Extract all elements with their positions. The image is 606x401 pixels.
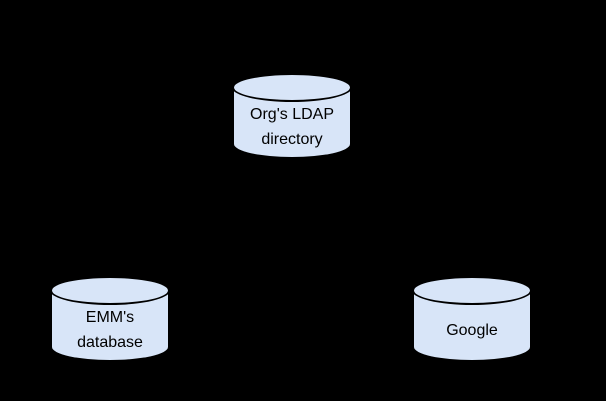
node-label: Google	[412, 304, 532, 356]
db-cylinder-org-ldap-directory: Org's LDAP directory	[232, 73, 352, 159]
node-label-line: directory	[261, 131, 323, 148]
node-label-line: Google	[446, 321, 498, 339]
node-label: Org's LDAP directory	[232, 101, 352, 153]
db-cylinder-emm-database: EMM's database	[50, 276, 170, 362]
db-cylinder-google: Google	[412, 276, 532, 362]
node-label-line: EMM's	[85, 309, 135, 326]
node-label-line: database	[77, 334, 143, 351]
cylinder-top-ellipse	[50, 276, 170, 305]
node-label-line: Org's LDAP	[250, 106, 334, 123]
node-label: EMM's database	[50, 304, 170, 356]
cylinder-top-ellipse	[412, 276, 532, 305]
cylinder-top-ellipse	[232, 73, 352, 102]
